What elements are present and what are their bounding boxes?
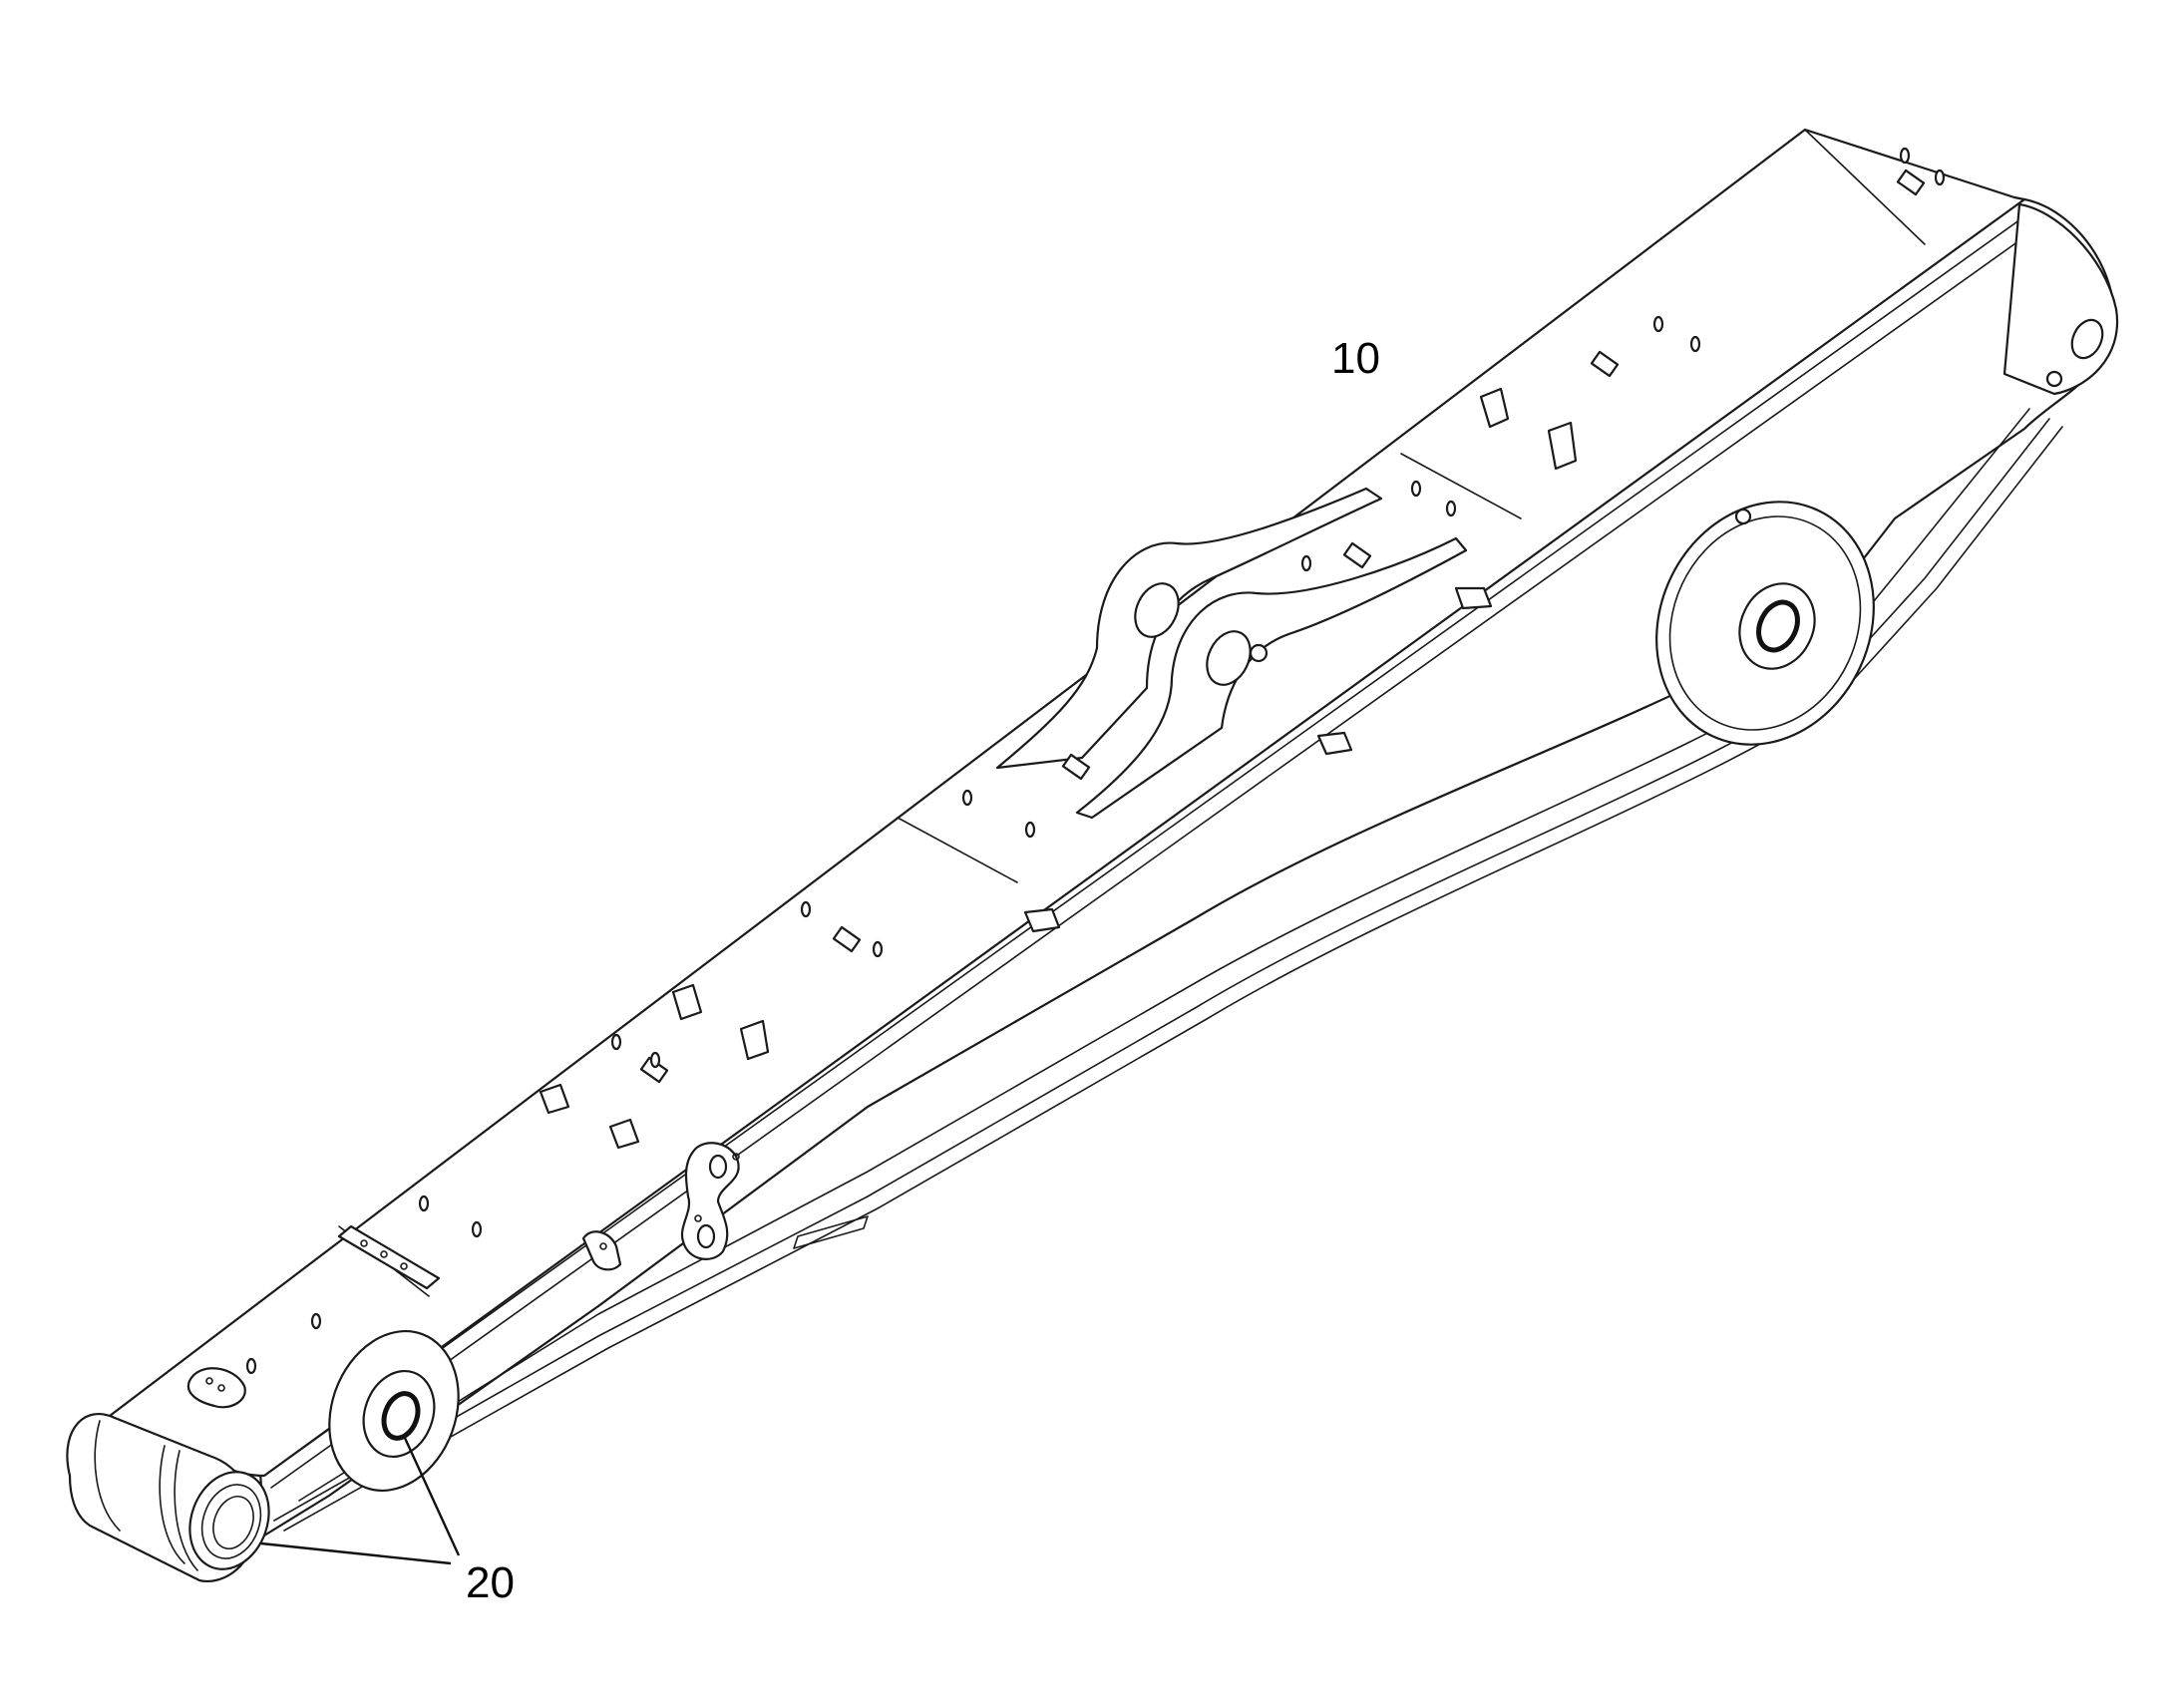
hose-clamps	[539, 387, 1578, 1150]
boom-side-web	[252, 197, 2116, 1537]
cylinder-brackets	[995, 487, 1468, 820]
tip-bracket	[2002, 202, 2119, 396]
callout-20-leaders	[260, 1435, 461, 1565]
boom-top-plate	[108, 128, 2047, 1489]
strip-plate	[337, 1224, 441, 1290]
double-hole-bracket	[680, 1142, 740, 1260]
bushing-boss	[328, 1329, 460, 1493]
callout-20: 20	[466, 1558, 515, 1607]
arm-base-end	[66, 1413, 270, 1582]
callout-10: 10	[1331, 334, 1380, 383]
studs	[245, 147, 1946, 1375]
mounting-pads	[639, 169, 1926, 1084]
foot-pin-boss	[1655, 501, 1875, 746]
oval-plate	[186, 1367, 246, 1409]
side-pad	[581, 1230, 622, 1271]
